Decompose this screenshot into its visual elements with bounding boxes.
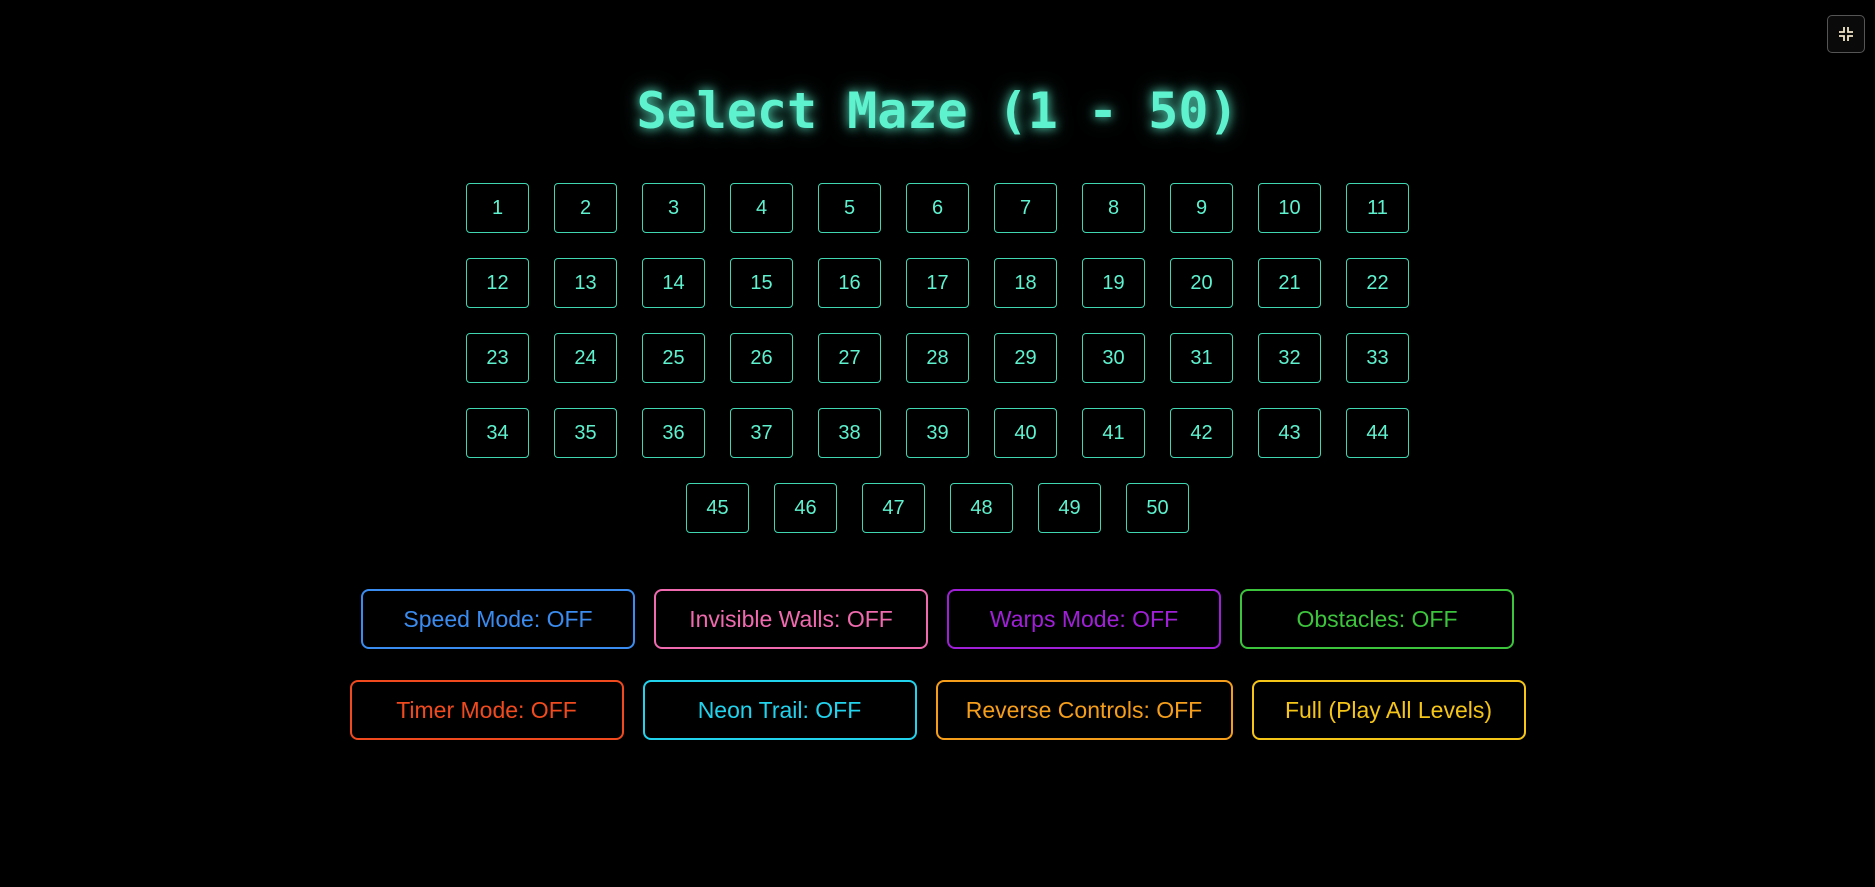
mode-row-2: Timer Mode: OFF Neon Trail: OFF Reverse …: [0, 680, 1875, 740]
level-button[interactable]: 39: [906, 408, 969, 458]
level-button[interactable]: 21: [1258, 258, 1321, 308]
level-button[interactable]: 32: [1258, 333, 1321, 383]
level-button[interactable]: 3: [642, 183, 705, 233]
speed-mode-button[interactable]: Speed Mode: OFF: [361, 589, 635, 649]
level-button[interactable]: 15: [730, 258, 793, 308]
full-play-all-button[interactable]: Full (Play All Levels): [1251, 680, 1526, 740]
level-button[interactable]: 20: [1170, 258, 1233, 308]
level-button[interactable]: 30: [1082, 333, 1145, 383]
level-button[interactable]: 24: [554, 333, 617, 383]
level-row: 45 46 47 48 49 50: [686, 483, 1189, 533]
level-button[interactable]: 29: [994, 333, 1057, 383]
level-button[interactable]: 4: [730, 183, 793, 233]
level-button[interactable]: 6: [906, 183, 969, 233]
level-button[interactable]: 36: [642, 408, 705, 458]
level-row: 23 24 25 26 27 28 29 30 31 32 33: [466, 333, 1409, 383]
level-button[interactable]: 19: [1082, 258, 1145, 308]
level-button[interactable]: 31: [1170, 333, 1233, 383]
neon-trail-button[interactable]: Neon Trail: OFF: [642, 680, 917, 740]
warps-mode-button[interactable]: Warps Mode: OFF: [947, 589, 1221, 649]
level-button[interactable]: 18: [994, 258, 1057, 308]
level-button[interactable]: 27: [818, 333, 881, 383]
level-button[interactable]: 23: [466, 333, 529, 383]
level-button[interactable]: 14: [642, 258, 705, 308]
level-button[interactable]: 45: [686, 483, 749, 533]
timer-mode-button[interactable]: Timer Mode: OFF: [349, 680, 624, 740]
level-button[interactable]: 35: [554, 408, 617, 458]
level-row: 12 13 14 15 16 17 18 19 20 21 22: [466, 258, 1409, 308]
level-button[interactable]: 5: [818, 183, 881, 233]
level-button[interactable]: 49: [1038, 483, 1101, 533]
level-button[interactable]: 9: [1170, 183, 1233, 233]
level-button[interactable]: 11: [1346, 183, 1409, 233]
level-button[interactable]: 8: [1082, 183, 1145, 233]
level-button[interactable]: 42: [1170, 408, 1233, 458]
exit-fullscreen-icon: [1838, 26, 1854, 42]
level-button[interactable]: 48: [950, 483, 1013, 533]
page-title: Select Maze (1 - 50): [636, 82, 1239, 140]
invisible-walls-button[interactable]: Invisible Walls: OFF: [654, 589, 928, 649]
mode-row-1: Speed Mode: OFF Invisible Walls: OFF War…: [0, 589, 1875, 649]
level-button[interactable]: 2: [554, 183, 617, 233]
level-button[interactable]: 50: [1126, 483, 1189, 533]
level-button[interactable]: 40: [994, 408, 1057, 458]
level-button[interactable]: 44: [1346, 408, 1409, 458]
level-button[interactable]: 13: [554, 258, 617, 308]
level-button[interactable]: 38: [818, 408, 881, 458]
level-button[interactable]: 41: [1082, 408, 1145, 458]
level-button[interactable]: 10: [1258, 183, 1321, 233]
level-button[interactable]: 37: [730, 408, 793, 458]
level-button[interactable]: 46: [774, 483, 837, 533]
exit-fullscreen-button[interactable]: [1827, 15, 1865, 53]
level-button[interactable]: 26: [730, 333, 793, 383]
level-button[interactable]: 25: [642, 333, 705, 383]
reverse-controls-button[interactable]: Reverse Controls: OFF: [935, 680, 1233, 740]
level-button[interactable]: 28: [906, 333, 969, 383]
level-button[interactable]: 47: [862, 483, 925, 533]
level-button[interactable]: 7: [994, 183, 1057, 233]
level-button[interactable]: 34: [466, 408, 529, 458]
obstacles-button[interactable]: Obstacles: OFF: [1240, 589, 1514, 649]
level-button[interactable]: 43: [1258, 408, 1321, 458]
level-button[interactable]: 1: [466, 183, 529, 233]
level-row: 34 35 36 37 38 39 40 41 42 43 44: [466, 408, 1409, 458]
level-button[interactable]: 33: [1346, 333, 1409, 383]
level-button[interactable]: 16: [818, 258, 881, 308]
level-button[interactable]: 12: [466, 258, 529, 308]
level-button[interactable]: 22: [1346, 258, 1409, 308]
level-button[interactable]: 17: [906, 258, 969, 308]
